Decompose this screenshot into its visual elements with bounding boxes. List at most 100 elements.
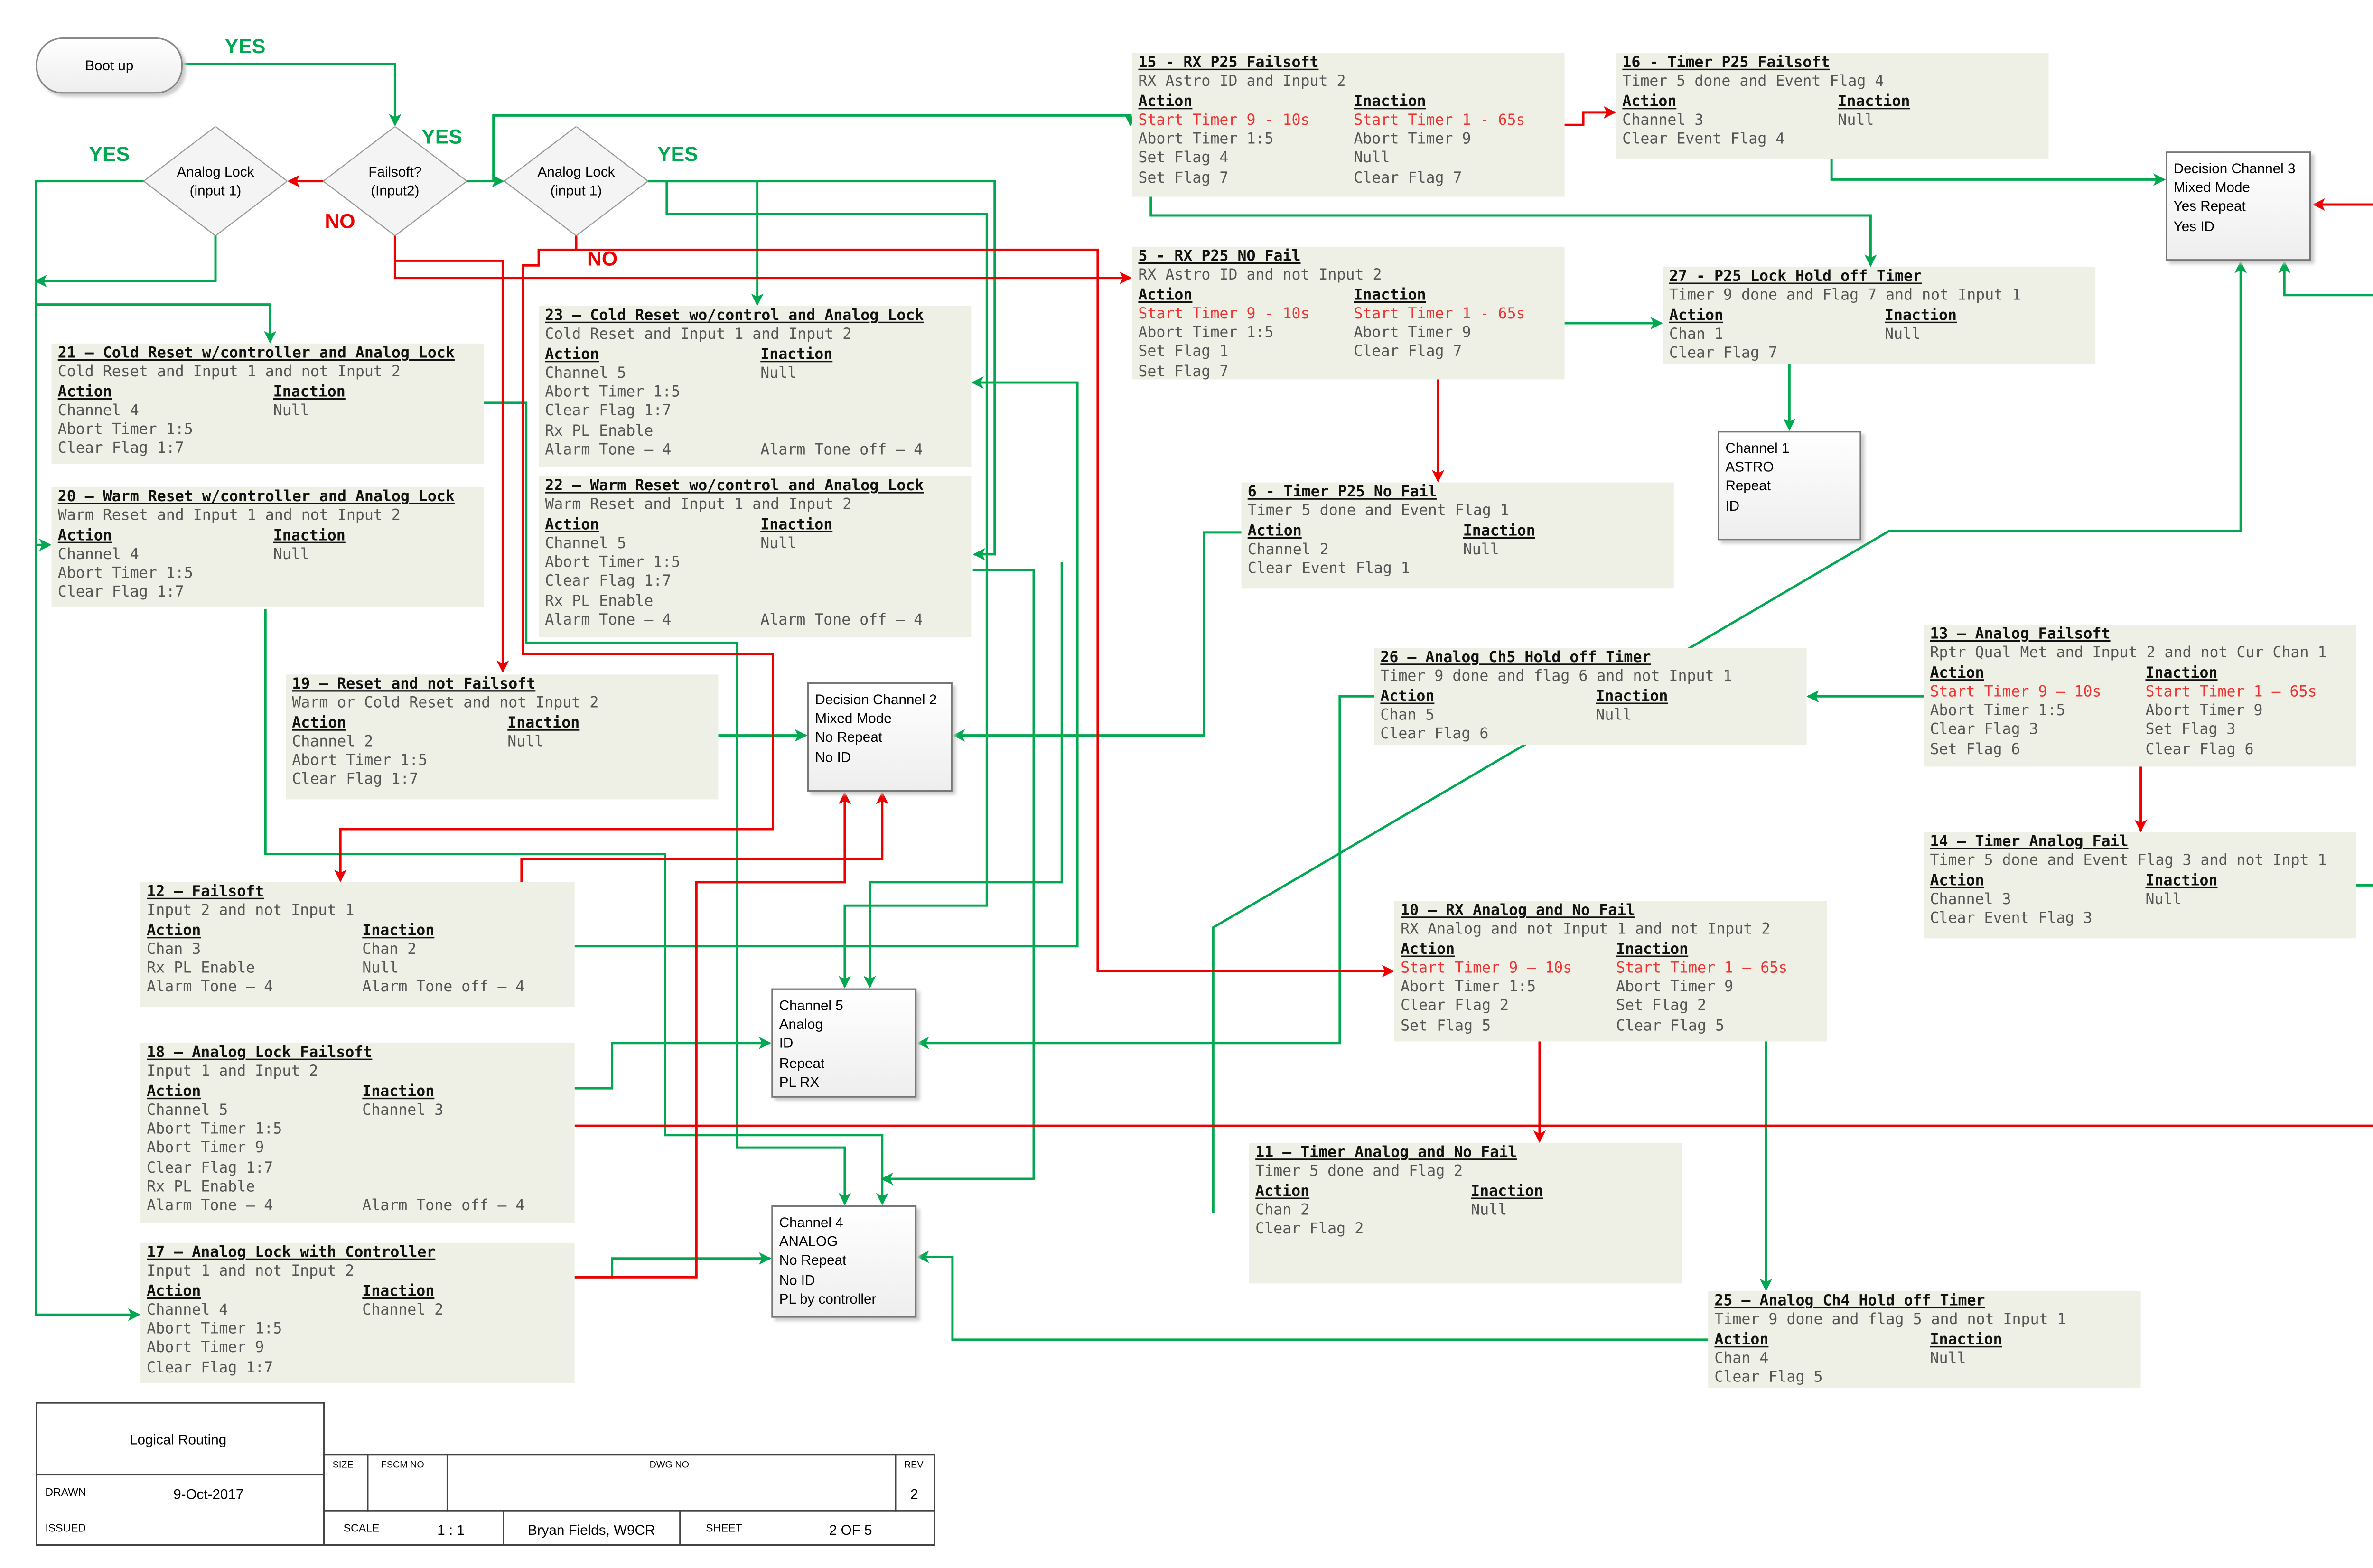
inaction-header: Inaction (1471, 1183, 1543, 1200)
inaction-item: Chan 2 (362, 941, 417, 959)
inaction-item: Null (1930, 1350, 1966, 1368)
action-row: Clear Flag 1:7 (147, 1160, 568, 1179)
decision-text: (Input2) (371, 182, 420, 198)
state-condition: Cold Reset and Input 1 and Input 2 (545, 327, 852, 344)
decision-analog-lock-left: Analog Lock(input 1) (143, 126, 288, 236)
inaction-item: Null (1885, 326, 1921, 344)
decision-failsoft: Failsoft?(Input2) (323, 126, 467, 236)
output-line: Mixed Mode (2173, 180, 2250, 196)
action-header: Action (545, 516, 599, 533)
inaction-item: Null (507, 733, 544, 751)
state-title: 21 – Cold Reset w/controller and Analog … (57, 345, 455, 363)
output-line: ASTRO (1725, 459, 1774, 475)
output-line: Analog (779, 1017, 823, 1033)
yes-connector (863, 562, 1063, 989)
action-item: Abort Timer 1:5 (545, 554, 681, 572)
yes-connector (648, 180, 996, 561)
action-row: Start Timer 9 - 10s Start Timer 1 - 65s (1138, 112, 1558, 131)
action-item: Channel 5 (545, 535, 626, 553)
output-line: ID (779, 1036, 794, 1052)
output-line: Channel 1 (1725, 440, 1790, 456)
yes-connector (179, 63, 402, 127)
action-item: Channel 5 (545, 365, 626, 383)
inaction-header: Inaction (362, 1083, 435, 1101)
state-box-20: 20 – Warm Reset w/controller and Analog … (51, 487, 484, 607)
action-item: Rx PL Enable (545, 422, 654, 440)
action-header: Action (1138, 287, 1193, 304)
action-item: Set Flag 5 (1401, 1017, 1491, 1035)
action-item: Channel 4 (57, 546, 139, 564)
boot-up-label: Boot up (85, 57, 134, 74)
action-item: Set Flag 7 (1138, 363, 1229, 381)
inaction-item: Start Timer 1 – 65s (2145, 683, 2317, 701)
action-item: Start Timer 9 - 10s (1138, 112, 1310, 130)
output-line: Decision Channel 2 (815, 691, 937, 708)
action-row: Abort Timer 1:5 (147, 1321, 568, 1340)
action-item: Clear Flag 1:7 (147, 1359, 273, 1377)
state-condition: Input 1 and Input 2 (147, 1064, 318, 1081)
action-row: Clear Flag 1:7 (147, 1360, 568, 1379)
yes-label: YES (657, 142, 698, 166)
drawing-title: Logical Routing (130, 1431, 227, 1447)
inaction-item: Clear Flag 6 (2145, 741, 2254, 759)
no-label: NO (325, 209, 355, 233)
state-title: 15 - RX P25 Failsoft (1138, 55, 1319, 72)
state-title: 17 – Analog Lock with Controller (147, 1244, 436, 1262)
action-header: Action (1714, 1331, 1769, 1349)
action-item: Abort Timer 9 (147, 1140, 264, 1158)
output-line: Decision Channel 3 (2173, 160, 2296, 177)
inaction-item: Null (1838, 112, 1874, 130)
action-item: Clear Flag 7 (1669, 345, 1778, 363)
action-row: Clear Flag 1:7 (545, 574, 965, 593)
action-item: Alarm Tone – 4 (545, 442, 672, 459)
action-item: Clear Flag 2 (1255, 1221, 1364, 1239)
inaction-item: Start Timer 1 - 65s (1354, 306, 1525, 323)
yes-connector (35, 180, 144, 1321)
yes-connector (34, 234, 217, 288)
action-header: Action (147, 922, 201, 940)
no-connector (520, 792, 889, 882)
inaction-item: Null (362, 960, 399, 978)
state-title: 6 - Timer P25 No Fail (1247, 484, 1437, 502)
inaction-header: Inaction (273, 383, 346, 401)
state-title: 22 – Warm Reset wo/control and Analog Lo… (545, 477, 924, 495)
output-line: Channel 4 (779, 1214, 843, 1231)
yes-connector (916, 695, 1374, 1049)
action-item: Set Flag 1 (1138, 344, 1229, 362)
action-header: Action (147, 1283, 201, 1300)
decision-text: (input 1) (189, 182, 242, 198)
yes-connector (36, 303, 277, 344)
action-header: Action (1401, 941, 1455, 958)
inaction-item: Start Timer 1 - 65s (1354, 112, 1525, 130)
yes-connector (952, 531, 1242, 742)
action-row: Clear Flag 1:7 (58, 441, 478, 460)
fscm-label: FSCM NO (381, 1461, 424, 1471)
inaction-header: Inaction (2145, 872, 2218, 889)
no-connector (575, 234, 1394, 978)
action-item: Channel 3 (1622, 112, 1704, 130)
inaction-item: Alarm Tone off – 4 (362, 1198, 525, 1215)
state-title: 5 - RX P25 NO Fail (1138, 248, 1301, 266)
inaction-header: Inaction (760, 346, 833, 364)
inaction-header: Inaction (1596, 688, 1668, 705)
